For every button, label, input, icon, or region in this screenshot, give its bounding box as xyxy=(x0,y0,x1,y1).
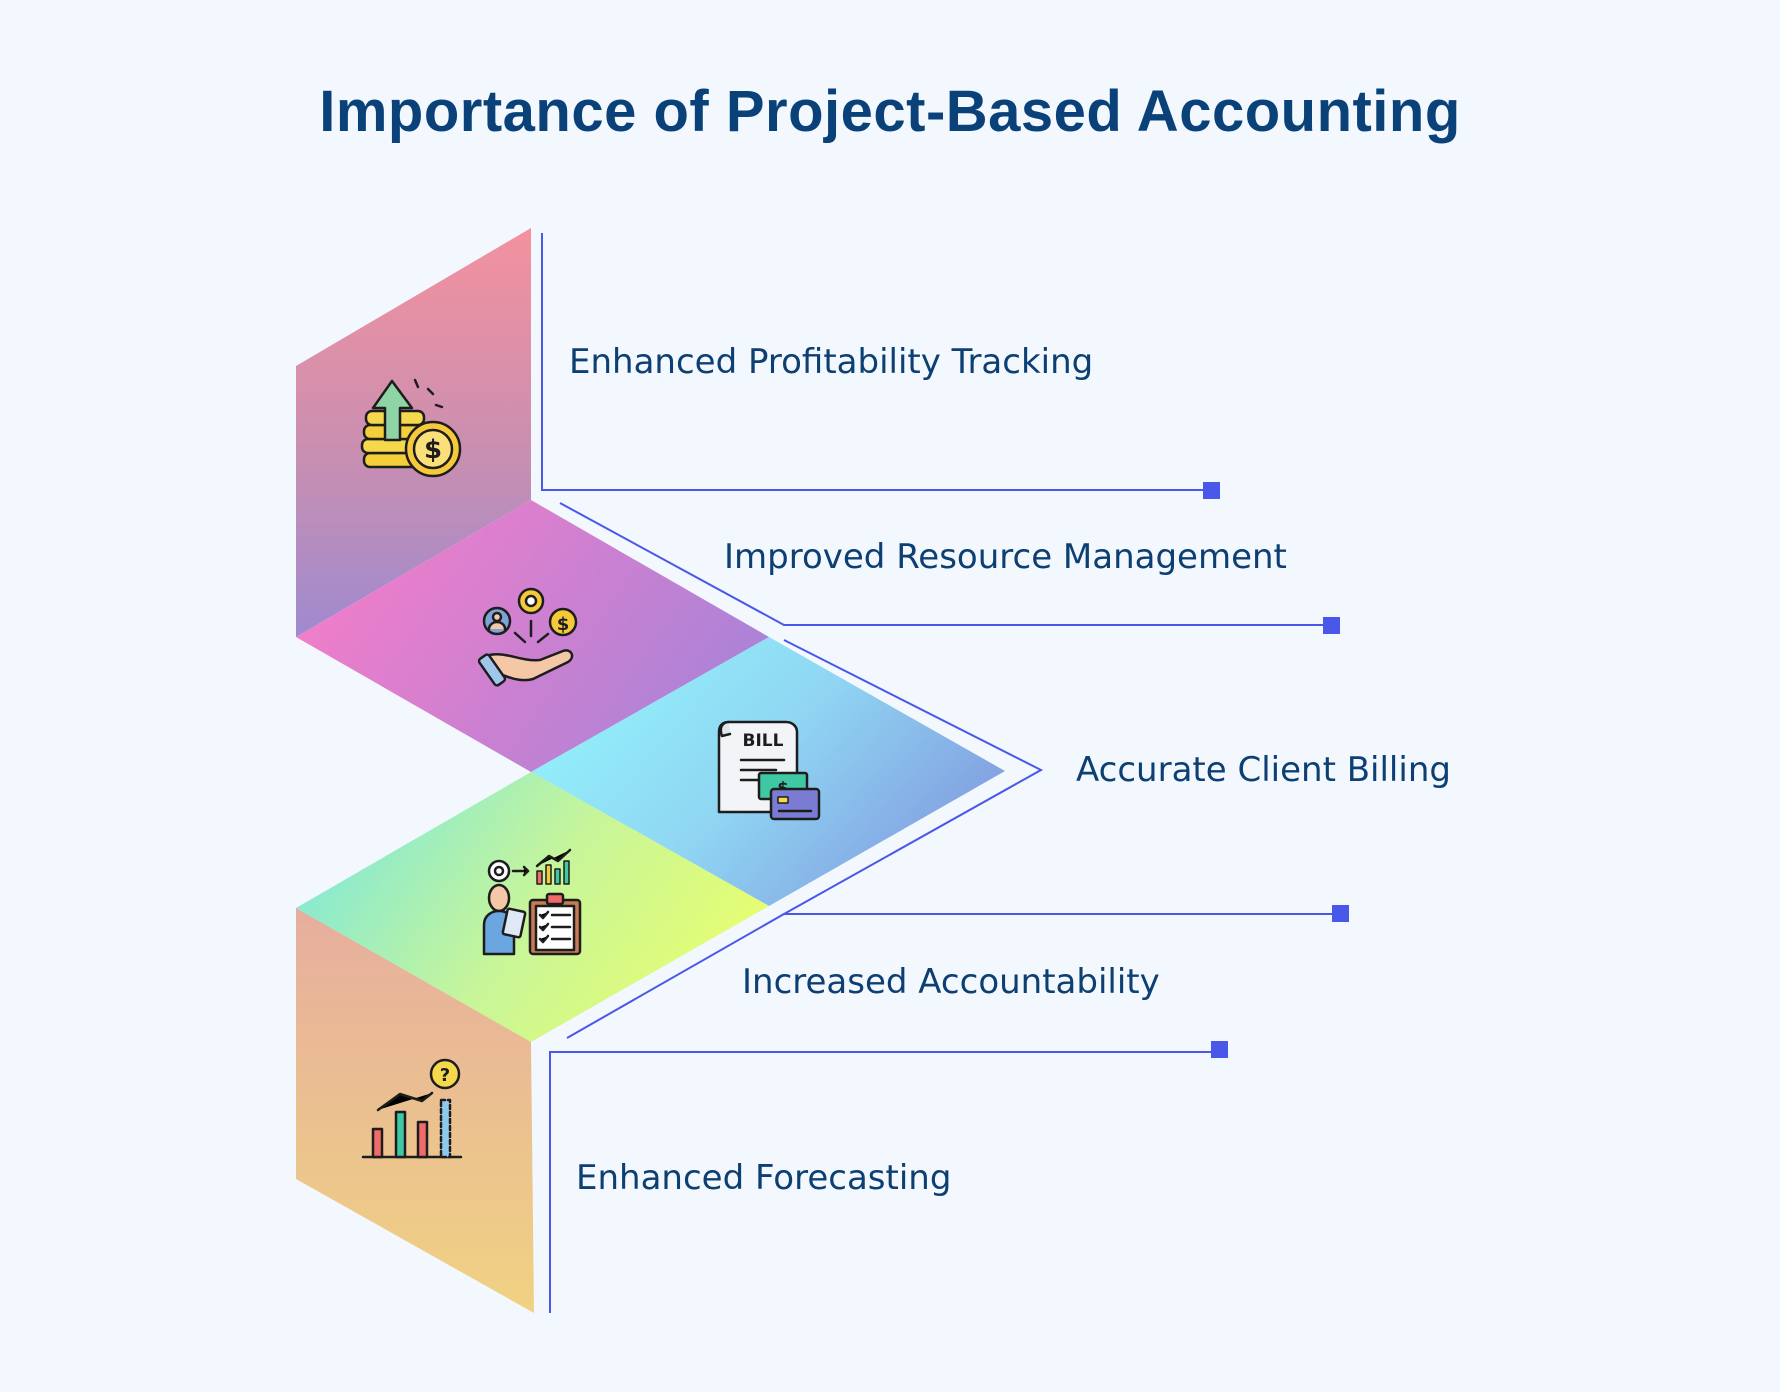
marker-3 xyxy=(1332,905,1349,922)
connector-4 xyxy=(566,913,785,1039)
connector-end-markers xyxy=(1203,482,1349,1058)
shape-forecasting xyxy=(296,908,534,1313)
svg-text:?: ? xyxy=(440,1065,450,1086)
label-profitability: Enhanced Profitability Tracking xyxy=(569,342,1094,382)
hand-resources-icon: $ xyxy=(477,587,578,687)
svg-text:$: $ xyxy=(424,435,442,465)
person-checklist-icon xyxy=(482,848,582,956)
svg-text:$: $ xyxy=(557,614,570,635)
label-accountability: Increased Accountability xyxy=(742,962,1160,1002)
chart-question-icon: ? xyxy=(361,1058,463,1159)
marker-1 xyxy=(1203,482,1220,499)
label-client-billing: Accurate Client Billing xyxy=(1076,750,1451,790)
connector-5 xyxy=(549,1051,1212,1313)
marker-4 xyxy=(1211,1041,1228,1058)
bill-icon-text: BILL xyxy=(743,731,784,751)
coins-arrow-up-icon: $ xyxy=(360,378,462,478)
label-forecasting: Enhanced Forecasting xyxy=(576,1158,952,1198)
page-title: Importance of Project-Based Accounting xyxy=(319,79,1461,144)
shape-resource xyxy=(296,500,769,772)
connector-3 xyxy=(780,639,1333,915)
svg-text:$: $ xyxy=(777,778,788,797)
connector-1 xyxy=(541,233,1203,491)
marker-2 xyxy=(1323,617,1340,634)
connector-2 xyxy=(559,502,1323,626)
bill-payment-icon: BILL $ xyxy=(717,720,821,821)
connector-lines xyxy=(541,233,1333,1313)
label-resource-management: Improved Resource Management xyxy=(724,537,1287,577)
